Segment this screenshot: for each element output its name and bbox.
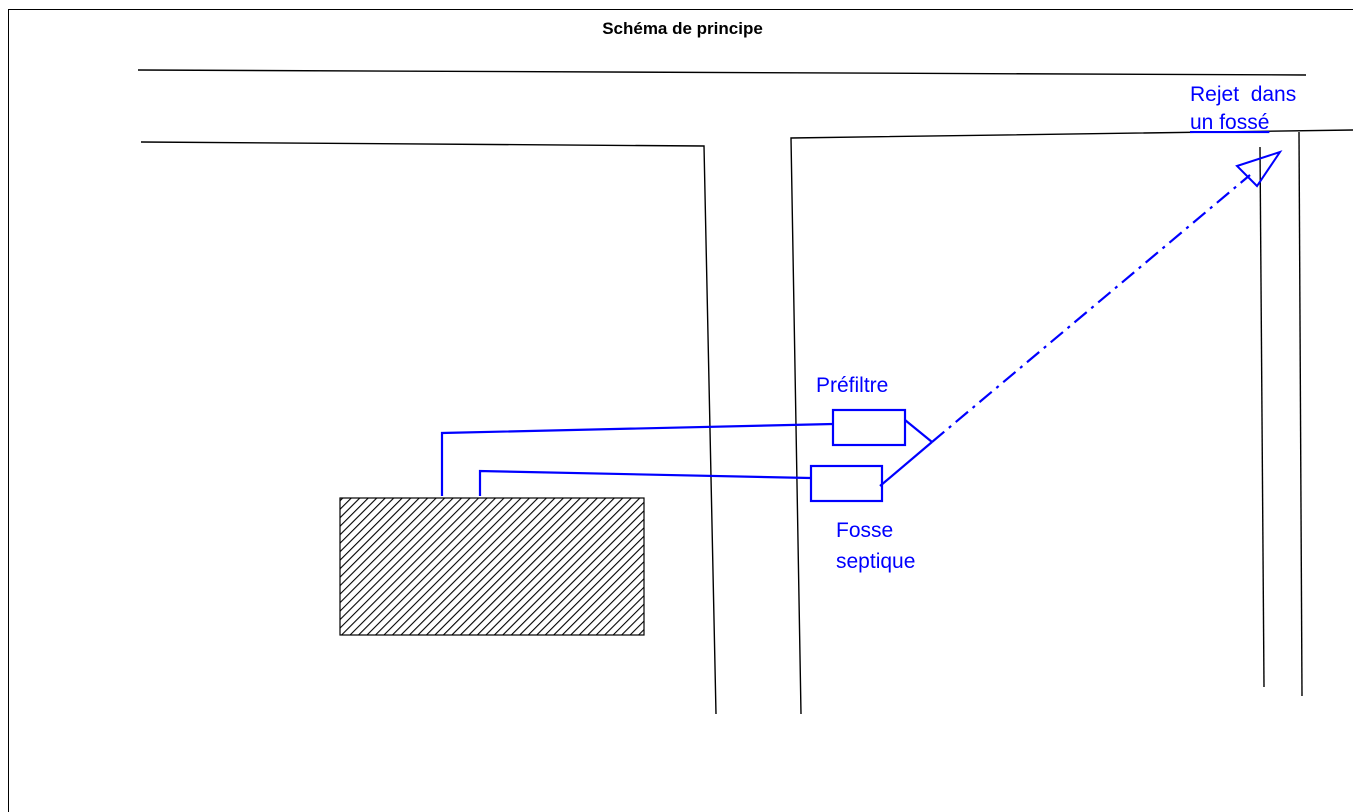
discharge-label-line1: Rejet dans xyxy=(1190,83,1296,106)
prefilter-label: Préfiltre xyxy=(816,374,888,397)
ditch-left-edge xyxy=(1259,146,1265,688)
page-title: Schéma de principe xyxy=(602,19,763,38)
pipe-to-septic-tank xyxy=(478,469,811,496)
septic-tank-label-line2: septique xyxy=(836,550,915,573)
house-hatched xyxy=(339,497,645,636)
labels: Préfiltre Fosse septique Rejet dans un f… xyxy=(816,83,1296,573)
sanitation-network xyxy=(440,150,1283,503)
road-top-edge xyxy=(137,69,1307,76)
triangle-arrow-icon xyxy=(1235,150,1283,188)
septic-tank-outlet xyxy=(879,441,933,487)
prefilter-box xyxy=(831,408,907,447)
discharge-label-line2: un fossé xyxy=(1190,111,1269,134)
septic-tank-box xyxy=(809,464,884,503)
septic-tank-label-line1: Fosse xyxy=(836,519,893,542)
ditch-right-edge xyxy=(1298,131,1303,697)
discharge-pipe xyxy=(931,174,1251,443)
road-right-corner-edge xyxy=(790,129,1353,715)
prefilter-outlet xyxy=(904,419,933,443)
pipe-to-prefilter xyxy=(440,422,834,496)
diagram-frame xyxy=(8,9,1353,812)
roads xyxy=(137,69,1353,715)
road-left-corner-edge xyxy=(140,141,717,715)
